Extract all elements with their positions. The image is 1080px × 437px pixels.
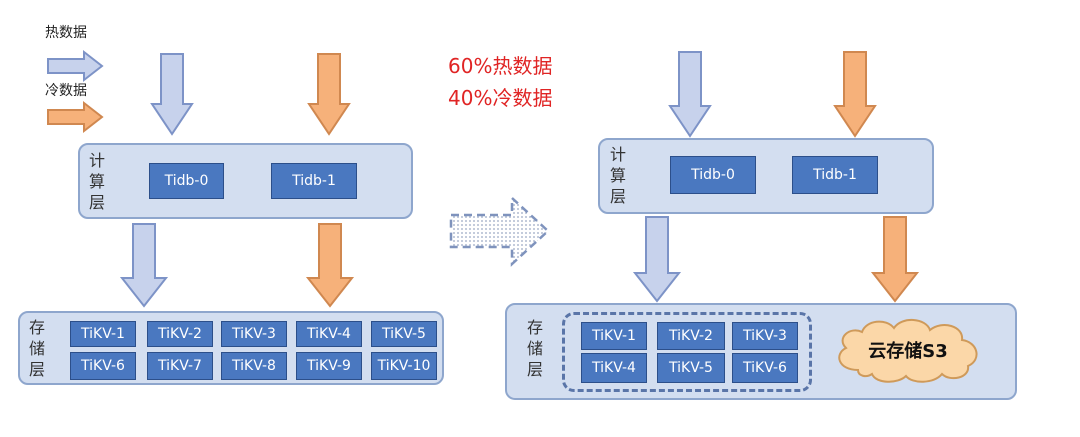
cloud-storage-label: 云存储S3 <box>868 341 948 362</box>
tikv-node: TiKV-5 <box>371 321 437 347</box>
tikv-node: TiKV-3 <box>221 321 287 347</box>
storage-layer-label: 存 储 层 <box>28 318 45 379</box>
compute-layer-label: 计 算 层 <box>609 145 626 206</box>
cold-arrow-icon <box>870 216 920 303</box>
tikv-node: TiKV-1 <box>70 321 136 347</box>
tidb-node: Tidb-0 <box>670 156 756 194</box>
cold-arrow-icon <box>47 100 104 134</box>
tikv-node: TiKV-3 <box>732 322 798 350</box>
tikv-node: TiKV-1 <box>581 322 647 350</box>
tikv-node: TiKV-6 <box>70 352 136 380</box>
legend-hot-label: 热数据 <box>45 25 87 41</box>
right-compute-layer: 计 算 层 Tidb-0 Tidb-1 <box>598 138 934 214</box>
left-compute-layer: 计 算 层 Tidb-0 Tidb-1 <box>78 143 413 219</box>
tikv-node: TiKV-4 <box>581 353 647 383</box>
hot-arrow-icon <box>150 53 194 136</box>
tikv-node: TiKV-2 <box>147 321 213 347</box>
tikv-node: TiKV-2 <box>657 322 725 350</box>
tikv-node: TiKV-7 <box>147 352 213 380</box>
hot-arrow-icon <box>47 49 104 83</box>
tidb-node: Tidb-0 <box>149 163 224 199</box>
hot-arrow-icon <box>632 216 682 303</box>
cold-arrow-icon <box>305 223 355 308</box>
cold-arrow-icon <box>307 53 351 136</box>
cold-percent-note: 40%冷数据 <box>448 86 553 110</box>
tikv-node: TiKV-8 <box>221 352 287 380</box>
cloud-icon <box>838 319 978 383</box>
legend-cold-label: 冷数据 <box>45 83 87 99</box>
tidb-node: Tidb-1 <box>792 156 878 194</box>
tidb-node: Tidb-1 <box>271 163 357 199</box>
tikv-node: TiKV-4 <box>296 321 362 347</box>
tikv-node: TiKV-6 <box>732 353 798 383</box>
storage-layer-label: 存 储 层 <box>526 318 543 379</box>
hot-arrow-icon <box>668 51 712 138</box>
transition-arrow-icon <box>449 195 550 267</box>
hot-percent-note: 60%热数据 <box>448 54 553 78</box>
hot-arrow-icon <box>119 223 169 308</box>
tikv-node-group <box>562 312 812 392</box>
tikv-node: TiKV-10 <box>371 352 437 380</box>
left-storage-layer: 存 储 层 TiKV-1 TiKV-2 TiKV-3 TiKV-4 TiKV-5… <box>18 311 444 385</box>
tikv-node: TiKV-9 <box>296 352 362 380</box>
compute-layer-label: 计 算 层 <box>88 151 105 212</box>
cold-arrow-icon <box>833 51 877 138</box>
tikv-node: TiKV-5 <box>657 353 725 383</box>
